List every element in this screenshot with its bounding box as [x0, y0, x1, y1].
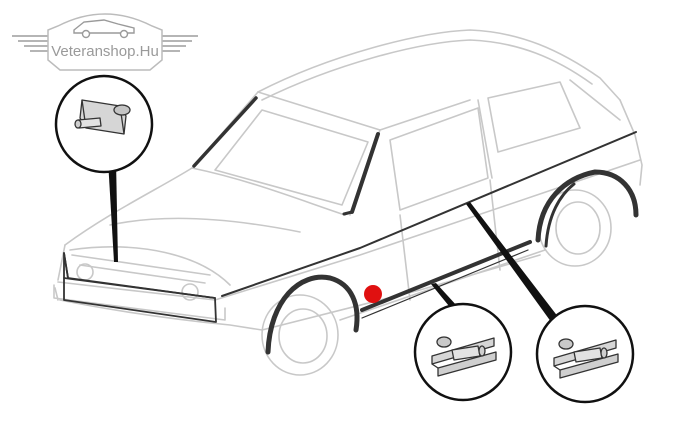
clip-button-icon — [74, 99, 131, 135]
logo-text: Veteranshop.Hu — [51, 43, 159, 60]
rear-wheel-arch-trim — [535, 169, 639, 243]
logo: Veteranshop.Hu — [12, 13, 198, 71]
front-wheel-arch-trim — [265, 274, 360, 355]
wing-right-icon — [162, 35, 198, 52]
callout-sill-clip — [413, 302, 513, 402]
classic-car-icon — [73, 19, 135, 39]
callout-leaders — [108, 160, 562, 326]
callout-door-clip — [535, 304, 635, 404]
side-stripe — [221, 131, 637, 297]
leader-door — [466, 202, 562, 326]
callout-windscreen-clip — [54, 74, 154, 174]
trim-strips — [63, 96, 639, 355]
leader-windscreen — [108, 160, 118, 262]
logo-badge — [47, 13, 163, 71]
windscreen-trim-right — [350, 132, 380, 214]
clip-rail-icon — [553, 338, 619, 379]
windscreen-trim-left — [192, 96, 258, 168]
wing-left-icon — [12, 35, 50, 52]
position-marker — [364, 285, 382, 303]
clip-rail-icon — [431, 336, 497, 377]
